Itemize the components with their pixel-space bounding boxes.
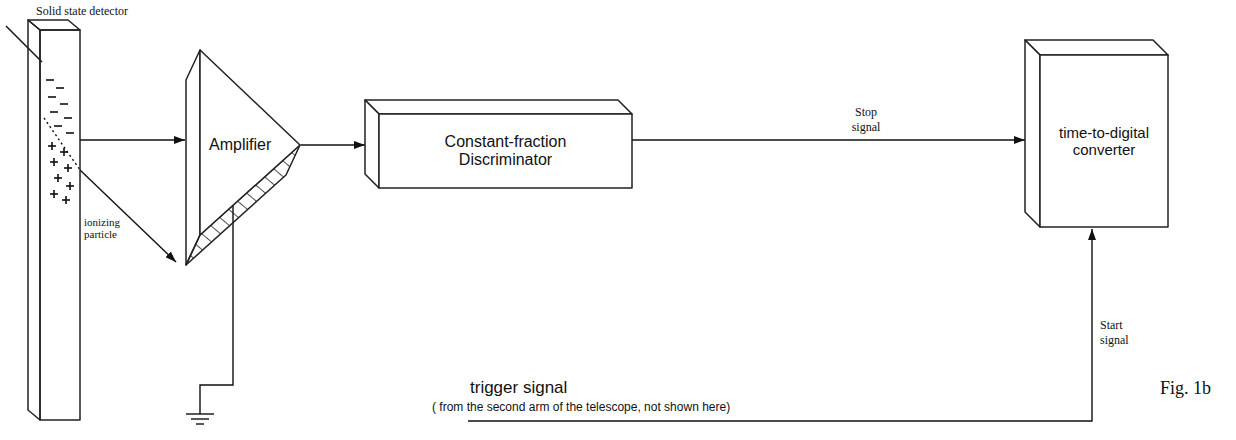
charge-signs (46, 80, 74, 204)
slab-side (28, 20, 40, 420)
minus-sign (54, 125, 62, 127)
ground-symbol (196, 423, 204, 424)
box-face: time-to-digital converter (1040, 55, 1168, 227)
box-label: time-to-digital converter (1048, 124, 1160, 158)
detector-slab-outline (28, 4, 80, 422)
start-label: Start signal (1100, 318, 1140, 348)
amplifier-triangle-outline (185, 48, 301, 268)
particle-track (80, 170, 176, 262)
amplifier-front (200, 50, 300, 235)
amplifier-triangle: Amplifier (185, 48, 301, 268)
detector-label: Solid state detector (36, 4, 128, 19)
minus-sign (46, 79, 54, 81)
box-front (1040, 55, 1168, 227)
minus-sign (64, 117, 72, 119)
minus-sign (66, 132, 74, 134)
plus-sign (69, 182, 71, 190)
box-side (1025, 40, 1040, 227)
trigger-label: trigger signal (470, 378, 567, 398)
minus-sign (48, 96, 56, 98)
box-side (365, 100, 379, 188)
box-top (1025, 40, 1168, 55)
discriminator-box: Constant-fraction Discriminator (365, 100, 632, 188)
box-top (365, 100, 632, 114)
box-face: Constant-fraction Discriminator (379, 114, 632, 188)
slab-front (40, 30, 80, 420)
minus-sign (60, 103, 68, 105)
trigger-line (468, 229, 1092, 421)
signal-arrow (632, 139, 1025, 140)
particle-label: ionizing particle (84, 216, 128, 240)
plus-sign (53, 190, 55, 198)
plus-sign (67, 164, 69, 172)
signal-label: Stop signal (843, 105, 889, 135)
ground-symbol (186, 413, 214, 414)
particle-track (6, 26, 42, 62)
signal-arrow (80, 139, 185, 140)
amplifier-side (186, 50, 200, 265)
plus-sign (63, 148, 65, 156)
minus-sign (50, 111, 58, 113)
particle-track (44, 118, 80, 170)
plus-sign (57, 174, 59, 182)
box-front (379, 114, 632, 188)
amplifier-label: Amplifier (209, 136, 271, 154)
detector-slab: Solid state detector (28, 4, 80, 422)
figure-number: Fig. 1b (1160, 378, 1211, 399)
converter-box: time-to-digital converter (1025, 40, 1168, 227)
trigger-note: ( from the second arm of the telescope, … (432, 400, 730, 414)
box-label: Constant-fraction Discriminator (421, 133, 591, 169)
ground-symbol (191, 418, 209, 419)
slab-top (28, 20, 80, 30)
minus-sign (56, 87, 64, 89)
signal-arrow (301, 144, 365, 145)
plus-sign (65, 196, 67, 204)
plus-sign (53, 158, 55, 166)
plus-sign (51, 142, 53, 150)
particle-track (6, 26, 176, 262)
